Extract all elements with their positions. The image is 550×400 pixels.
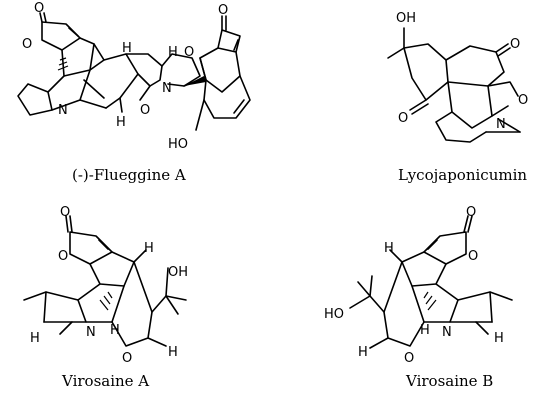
- atom-label: O: [58, 249, 68, 264]
- structure-flueggine-a: O O H N H O N H O O HO: [17, 1, 251, 152]
- atom-label: H: [122, 41, 132, 56]
- atom-label: O: [22, 37, 32, 52]
- atom-label: O: [184, 45, 194, 60]
- atom-label: O: [34, 1, 44, 16]
- atom-label: H: [144, 241, 154, 256]
- atom-label: HO: [168, 137, 188, 152]
- atom-label: H: [420, 323, 430, 338]
- atom-label: O: [466, 205, 476, 220]
- atom-label: O: [122, 351, 132, 366]
- atom-label: OH: [168, 265, 188, 280]
- atom-label: O: [468, 249, 478, 264]
- atom-label: HO: [324, 307, 344, 322]
- structure-virosaine-b: O O H HO H N O H H: [324, 205, 513, 366]
- structure-virosaine-a: O O H OH H N O H H: [23, 205, 188, 366]
- caption-virosaine-a: Virosaine A: [62, 372, 150, 390]
- atom-label: N: [58, 103, 68, 118]
- atom-label: H: [494, 331, 504, 346]
- caption-flueggine-a: (-)-Flueggine A: [72, 166, 186, 184]
- atom-label: H: [110, 323, 120, 338]
- atom-label: OH: [396, 11, 416, 26]
- atom-label: H: [30, 331, 40, 346]
- caption-lycojaponicumin: Lycojaponicumin: [398, 166, 528, 184]
- atom-label: O: [510, 37, 520, 52]
- atom-label: O: [218, 3, 228, 18]
- atom-label: O: [60, 205, 70, 220]
- atom-label: N: [496, 117, 506, 132]
- atom-label: O: [398, 111, 408, 126]
- atom-label: H: [168, 345, 178, 360]
- atom-label: N: [162, 81, 172, 96]
- atom-label: H: [358, 345, 368, 360]
- atom-label: H: [116, 115, 126, 130]
- atom-label: N: [442, 325, 452, 340]
- atom-label: H: [168, 45, 178, 60]
- atom-label: H: [384, 241, 394, 256]
- atom-label: N: [86, 325, 96, 340]
- structure-lycojaponicumin: OH O O O N: [387, 11, 528, 143]
- atom-label: O: [404, 351, 414, 366]
- atom-label: O: [140, 103, 150, 118]
- caption-virosaine-b: Virosaine B: [406, 372, 494, 390]
- atom-label: O: [518, 93, 528, 108]
